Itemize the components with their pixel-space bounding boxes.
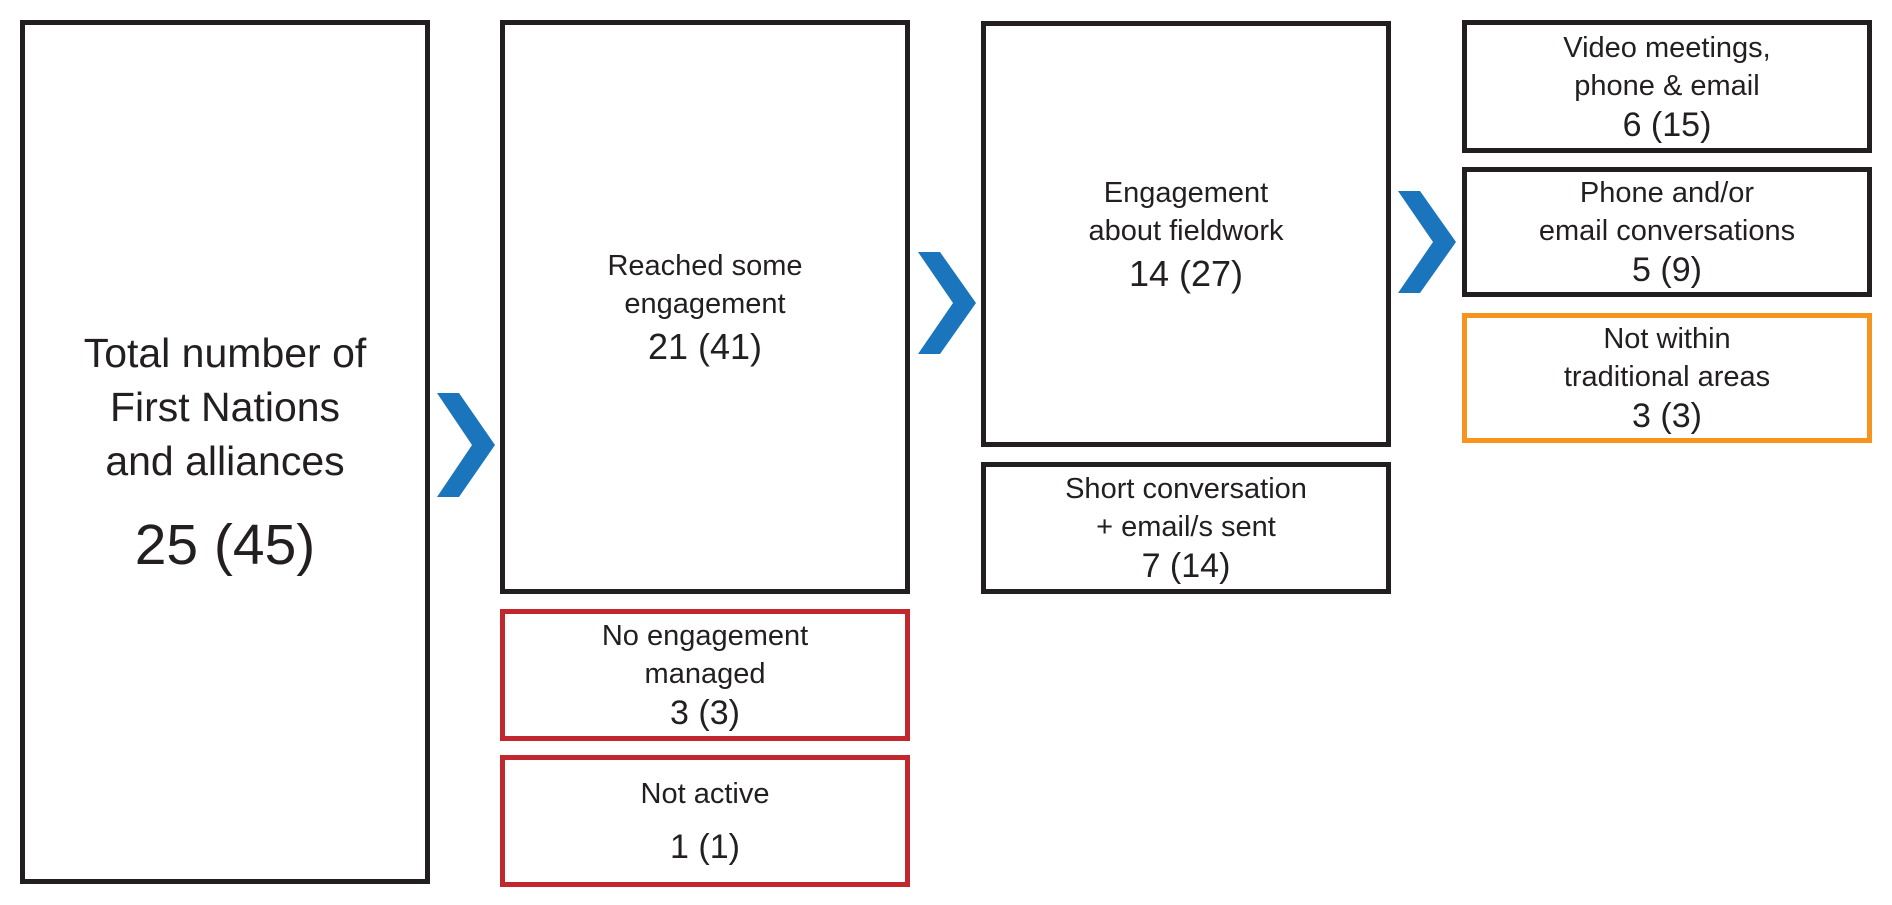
reached-label-line-1: Reached some	[607, 250, 803, 282]
total-label-line-2: First Nations	[109, 384, 341, 430]
phone-label-line-1: Phone and/or	[1579, 177, 1755, 209]
total-value: 25 (45)	[134, 513, 316, 577]
video-meetings-box: Video meetings, phone & email 6 (15)	[1462, 20, 1872, 153]
reached-value: 21 (41)	[647, 326, 763, 367]
total-label-line-3: and alliances	[105, 438, 345, 484]
total-label-line-1: Total number of	[83, 330, 367, 376]
not-active-value: 1 (1)	[670, 828, 740, 866]
not-within-value: 3 (3)	[1632, 397, 1702, 435]
chevron-right-icon	[918, 252, 976, 354]
video-label-line-2: phone & email	[1574, 69, 1760, 102]
total-first-nations-box: Total number of First Nations and allian…	[20, 20, 430, 884]
not-active-box: Not active 1 (1)	[500, 755, 910, 887]
video-value: 6 (15)	[1622, 105, 1712, 144]
no-engagement-label-line-2: managed	[644, 658, 766, 690]
fieldwork-label-line-1: Engagement	[1103, 177, 1269, 209]
no-engagement-value: 3 (3)	[670, 694, 740, 732]
not-active-label: Not active	[640, 778, 770, 810]
short-conversation-box: Short conversation + email/s sent 7 (14)	[981, 462, 1391, 594]
short-conversation-label-line-1: Short conversation	[1065, 473, 1307, 505]
phone-label-line-2: email conversations	[1538, 215, 1796, 247]
reached-engagement-box: Reached some engagement 21 (41)	[500, 20, 910, 594]
fieldwork-value: 14 (27)	[1128, 253, 1244, 294]
fieldwork-label-line-2: about fieldwork	[1088, 215, 1284, 247]
chevron-right-icon	[1398, 191, 1456, 293]
fieldwork-engagement-box: Engagement about fieldwork 14 (27)	[981, 21, 1391, 447]
not-within-traditional-areas-box: Not within traditional areas 3 (3)	[1462, 313, 1872, 443]
phone-value: 5 (9)	[1632, 251, 1702, 289]
short-conversation-value: 7 (14)	[1141, 547, 1231, 585]
not-within-label-line-2: traditional areas	[1563, 361, 1771, 393]
reached-label-line-2: engagement	[624, 288, 786, 320]
not-within-label-line-1: Not within	[1603, 323, 1731, 355]
short-conversation-label-line-2: + email/s sent	[1096, 511, 1276, 543]
video-label-line-1: Video meetings,	[1563, 31, 1771, 64]
phone-email-box: Phone and/or email conversations 5 (9)	[1462, 167, 1872, 297]
no-engagement-label-line-1: No engagement	[601, 620, 809, 652]
chevron-right-icon	[437, 393, 495, 497]
no-engagement-box: No engagement managed 3 (3)	[500, 609, 910, 741]
